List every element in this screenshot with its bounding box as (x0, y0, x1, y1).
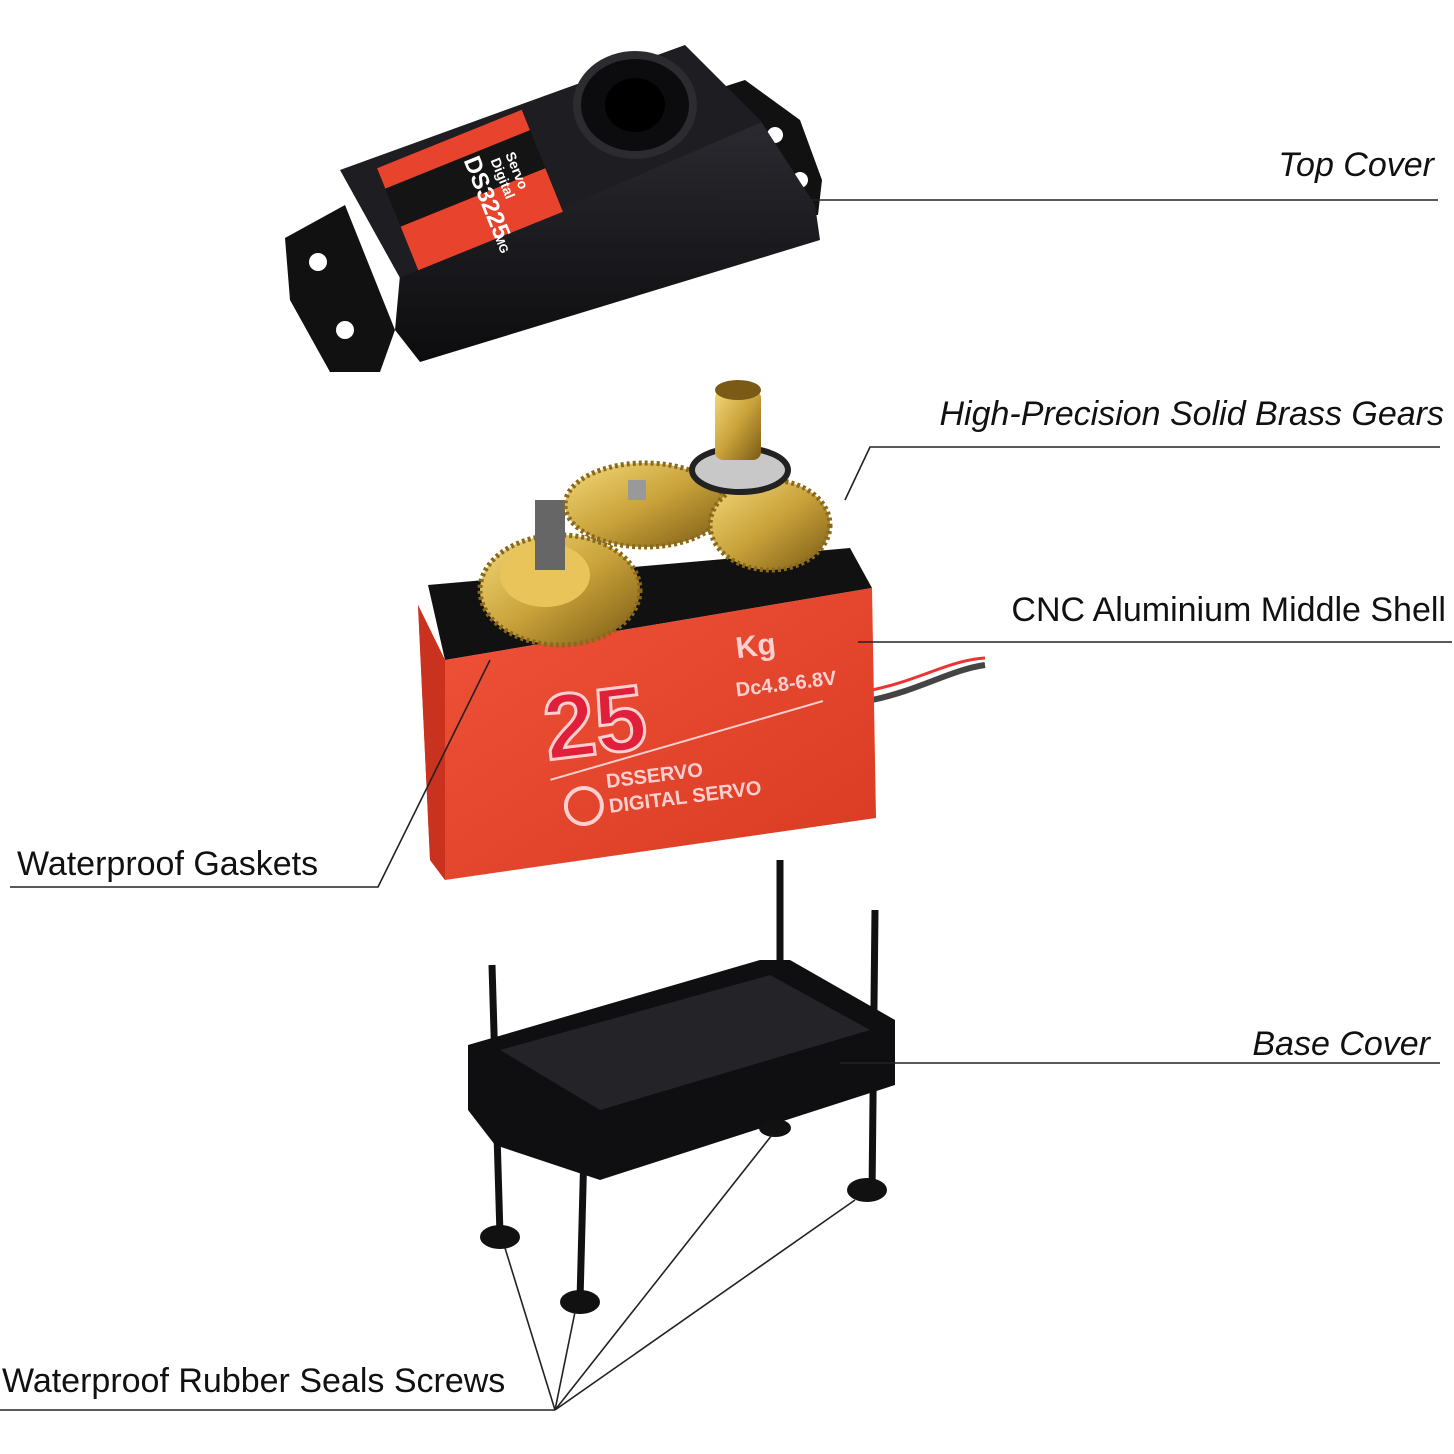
label-gaskets: Waterproof Gaskets (17, 845, 319, 883)
middle-shell: 25 Kg Dc4.8-6.8V DSSERVO DIGITAL SERVO (418, 380, 986, 880)
label-screws: Waterproof Rubber Seals Screws (2, 1362, 506, 1400)
rubber-seal-screw-head (847, 1178, 887, 1202)
leader-brass-gears (844, 446, 1440, 501)
rubber-seal-screw-head (759, 1119, 791, 1137)
label-top-cover: Top Cover (1278, 146, 1434, 184)
print-rule (550, 700, 824, 781)
servo-wire (871, 662, 986, 703)
print-torque: 25 (538, 666, 652, 780)
print-unit: Kg (734, 628, 778, 666)
top-cover-side (395, 120, 820, 362)
leader-lines (0, 199, 1452, 1411)
gear-pinion (535, 500, 565, 570)
sticker-red-panel (400, 168, 563, 271)
sticker-red-stripe (377, 109, 530, 189)
shell-front-face (418, 588, 876, 880)
base-cover (468, 860, 895, 1314)
leader-screw-branch (554, 1311, 576, 1411)
shaft-top (715, 380, 761, 400)
servo-wire-red (871, 656, 986, 692)
brand-logo (563, 785, 604, 826)
leader-screw-branch (504, 1247, 556, 1411)
sticker-suffix: MG (491, 232, 511, 255)
mount-hole (309, 253, 327, 271)
base-cover-cavity (500, 975, 870, 1110)
top-cover-sticker: DS3225 MG Digital Servo (377, 109, 563, 271)
label-brass-gears: High-Precision Solid Brass Gears (939, 395, 1444, 433)
gear-hub (500, 543, 590, 607)
rubber-seal-screw-head (560, 1290, 600, 1314)
top-cover: DS3225 MG Digital Servo (285, 45, 822, 372)
leader-gaskets (10, 659, 491, 888)
leader-screw-branch (554, 1199, 856, 1411)
shell-left-face (418, 605, 445, 880)
leader-screw-branch (554, 1134, 773, 1411)
rubber-seal-screw-head (480, 1225, 520, 1249)
mount-hole (336, 321, 354, 339)
screw-heads (480, 1119, 887, 1314)
shaft-opening (605, 78, 665, 132)
label-middle-shell: CNC Aluminium Middle Shell (1011, 591, 1446, 629)
output-spline-shaft (715, 390, 761, 460)
top-cover-left-flange (285, 205, 395, 372)
label-base-cover: Base Cover (1252, 1025, 1430, 1063)
gear-axle (628, 480, 646, 500)
